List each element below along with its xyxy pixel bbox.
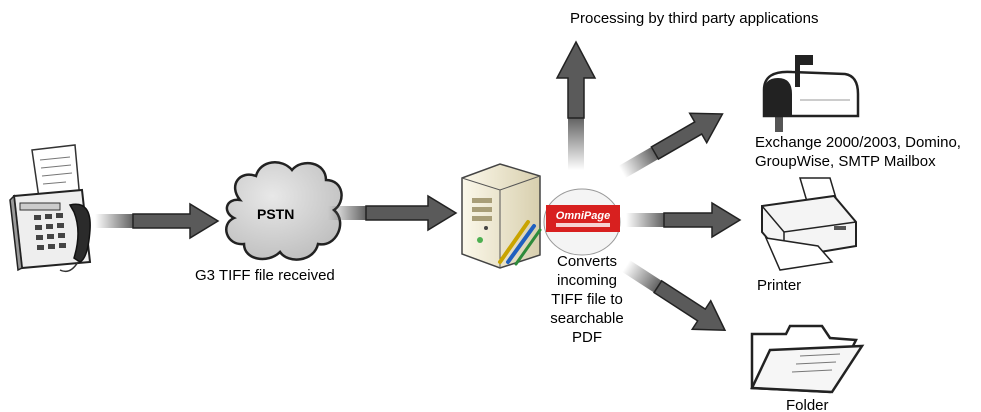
arrow-to-folder — [622, 260, 727, 332]
printer-icon — [761, 177, 857, 271]
processing-label: Processing by third party applications — [570, 10, 819, 27]
arrow-fax-to-pstn — [95, 202, 220, 240]
pstn-label: PSTN — [257, 206, 295, 222]
folder-icon — [750, 324, 865, 394]
server-icon — [461, 163, 542, 269]
arrow-to-printer — [626, 201, 742, 239]
mail-targets-line1: Exchange 2000/2003, Domino, — [755, 134, 961, 151]
received-label: G3 TIFF file received — [195, 267, 335, 284]
converts-line-1: Converts — [556, 253, 618, 270]
converts-line-3: TIFF file to — [551, 291, 623, 308]
arrow-to-mailbox — [618, 112, 724, 179]
mail-targets-line2: GroupWise, SMTP Mailbox — [755, 153, 936, 170]
mailbox-icon — [762, 55, 860, 132]
omnipage-logo-text: OmniPage — [556, 210, 610, 222]
printer-label: Printer — [757, 277, 802, 294]
converts-line-2: incoming — [556, 272, 618, 289]
converts-line-4: searchable — [550, 310, 624, 327]
pstn-cloud-icon — [225, 161, 343, 261]
fax-machine-icon — [9, 144, 92, 273]
converts-line-5: PDF — [572, 329, 602, 346]
converts-label: Converts incoming TIFF file to searchabl… — [540, 252, 634, 347]
arrow-pstn-to-server — [328, 194, 458, 232]
folder-label: Folder — [786, 397, 829, 412]
omnipage-disc-icon: OmniPage — [543, 188, 621, 256]
arrow-up-to-processing — [555, 40, 597, 170]
